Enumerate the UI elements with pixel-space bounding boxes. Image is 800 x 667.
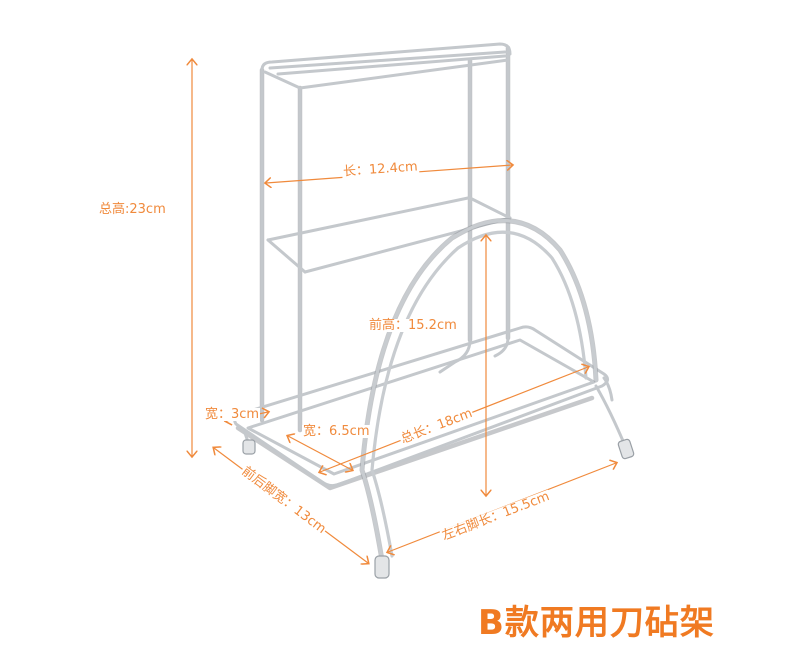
product-caption: B款两用刀砧架 [478, 603, 715, 643]
front-height-label: 前高：15.2cm [368, 318, 458, 333]
width-front-label: 宽：6.5cm [302, 424, 371, 439]
base-frame [233, 325, 635, 491]
width-label: 宽：3cm [204, 407, 261, 422]
knife-rack-frame [259, 42, 512, 433]
total-height-label: 总高:23cm [98, 202, 167, 217]
